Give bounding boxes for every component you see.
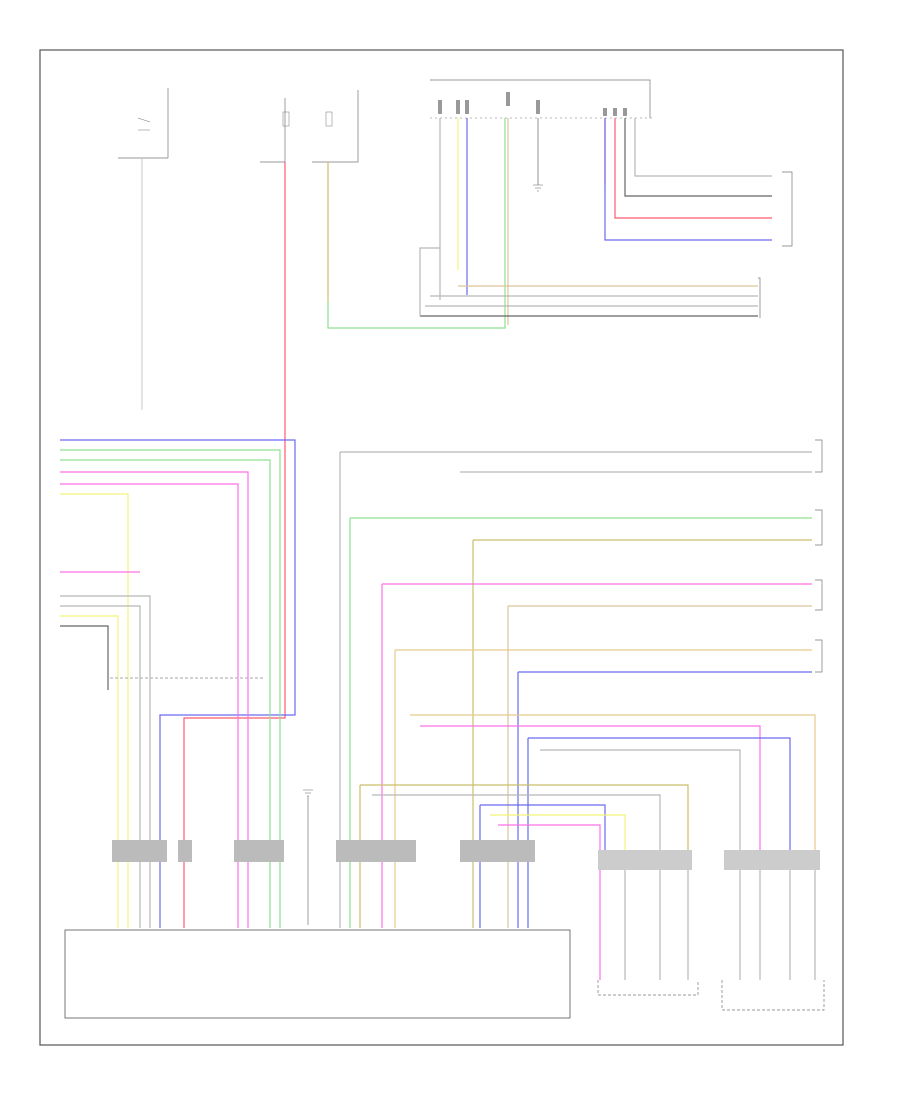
wire-gray-left-2 — [60, 605, 141, 928]
wire-pink-rfd — [381, 583, 812, 928]
wire-blue-rr — [517, 671, 812, 928]
left-front-speaker-top — [118, 88, 169, 410]
wire-switch-bracket — [419, 247, 440, 316]
wire-blue-sub-2 — [527, 737, 791, 928]
wire-gray-sub-2 — [540, 749, 741, 850]
wire-olive-lr — [472, 539, 812, 928]
wire-pink-left-1 — [60, 471, 249, 928]
left-front-door-speaker — [815, 439, 823, 473]
audio-control-switch — [758, 277, 761, 318]
wire-green-left-1 — [60, 449, 281, 928]
wire-blue-sub — [604, 118, 772, 241]
right-rear-speaker — [815, 639, 823, 673]
wire-orange-sub — [410, 714, 816, 850]
rear-subwoofer — [782, 171, 793, 247]
wire-harness — [60, 118, 816, 980]
fuse-box-2 — [312, 90, 359, 163]
left-rear-speaker — [815, 509, 823, 546]
right-front-subwoofer — [721, 980, 825, 1011]
wire-blue-sub-3 — [479, 804, 606, 928]
wire-pink-sub — [420, 725, 761, 850]
wire-orange-rr — [394, 649, 812, 928]
wire-gray-sub-4 — [624, 850, 689, 980]
diagram-frame — [39, 49, 844, 1046]
wire-pink-left-2 — [60, 483, 239, 928]
wire-gray-sub — [634, 118, 772, 177]
left-front-subwoofer — [597, 980, 699, 996]
top-pin-markers — [438, 92, 627, 116]
wire-tan-rfd — [507, 605, 812, 928]
top-connector — [430, 79, 655, 119]
wire-green-loop — [327, 118, 506, 329]
wire-green-left-2 — [60, 459, 271, 928]
wire-black-left — [60, 625, 109, 690]
wire-blue-left — [60, 439, 296, 928]
wire-gray-left-1 — [60, 595, 151, 928]
wire-yellow-left-2 — [60, 615, 119, 928]
wire-black-sub — [624, 118, 772, 197]
ground-center — [303, 789, 313, 925]
wire-yellow-sub — [490, 814, 626, 850]
wire-pink-sub-2 — [498, 824, 601, 980]
wire-red-sub — [614, 118, 772, 219]
ground-note — [533, 118, 543, 192]
wire-yellow-left — [60, 493, 129, 928]
fuse-box-1 — [260, 98, 290, 163]
right-front-door-speaker — [815, 579, 823, 611]
amplifier-connectors — [112, 840, 820, 870]
wire-gray-sub-3 — [372, 794, 661, 850]
audio-amplifier — [64, 929, 571, 1019]
wire-gray-sub-5 — [739, 850, 816, 980]
